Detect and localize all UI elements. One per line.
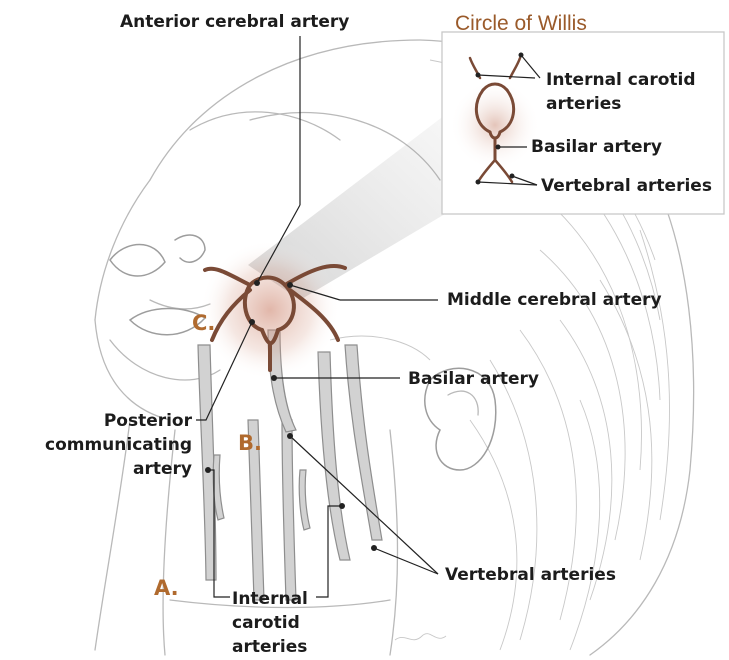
label-internal-carotid-line3: arteries <box>232 637 307 657</box>
inset-label-internal-carotid-line1: Internal carotid <box>546 70 696 90</box>
label-posterior-communicating-line1: Posterior <box>104 411 193 431</box>
inset-label-vertebral-arteries: Vertebral arteries <box>541 176 712 196</box>
label-internal-carotid-line1: Internal <box>232 589 308 609</box>
label-internal-carotid-line2: carotid <box>232 613 300 633</box>
label-anterior-cerebral-artery: Anterior cerebral artery <box>120 12 349 32</box>
label-posterior-communicating-line3: artery <box>133 459 192 479</box>
letter-c: C. <box>192 311 215 335</box>
inset-title: Circle of Willis <box>455 12 587 35</box>
label-posterior-communicating-line2: communicating <box>45 435 192 455</box>
label-middle-cerebral-artery: Middle cerebral artery <box>447 290 662 310</box>
letter-b: B. <box>238 431 262 455</box>
artist-signature <box>395 634 446 640</box>
inset-label-basilar-artery: Basilar artery <box>531 137 662 157</box>
label-vertebral-arteries: Vertebral arteries <box>445 565 616 585</box>
letter-a: A. <box>154 576 179 600</box>
inset-label-internal-carotid-line2: arteries <box>546 94 621 114</box>
label-basilar-artery: Basilar artery <box>408 369 539 389</box>
